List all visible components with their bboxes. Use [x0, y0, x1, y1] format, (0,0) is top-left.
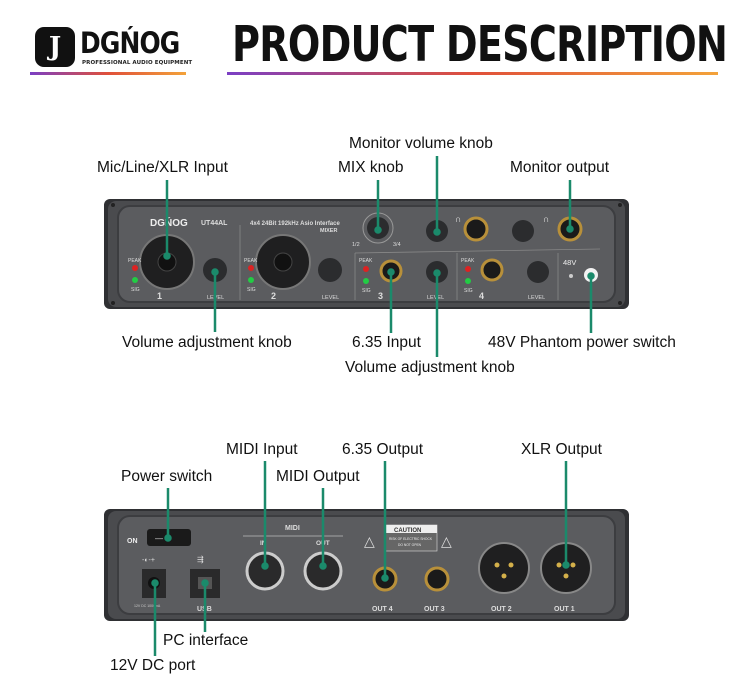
brand-name: DGŃOG: [80, 26, 180, 60]
leader-lines: [151, 156, 595, 656]
peak-label-2: PEAK: [244, 258, 258, 264]
peak-led-1: [132, 265, 138, 271]
phantom-led: [569, 274, 573, 278]
input-jack-4: [480, 258, 504, 282]
callout-xlr-output: XLR Output: [521, 441, 602, 458]
monitor-output-jack-1: [463, 216, 489, 242]
level-label-3: LEVEL: [427, 295, 444, 301]
caution-line-1: RISK OF ELECTRIC SHOCK: [389, 537, 433, 541]
level-knob-4: [527, 261, 549, 283]
sig-led-3: [363, 278, 369, 284]
panel-brand: DGŃOG: [150, 216, 188, 229]
sig-label-2: SIG: [247, 287, 256, 293]
callout-mix-knob: MIX knob: [338, 159, 404, 176]
callout-monitor-output: Monitor output: [510, 159, 610, 176]
phantom-label: 48V: [563, 258, 576, 267]
warning-triangle-icon: △: [441, 533, 452, 549]
rear-panel: ON — O -◐-+ 12V DC 1000mA ⇶ USB MIDI IN …: [104, 509, 629, 621]
out4-label: OUT 4: [372, 606, 393, 613]
on-label: ON: [127, 538, 138, 545]
callout-pc-interface: PC interface: [163, 632, 249, 649]
usb-icon: ⇶: [197, 555, 204, 564]
channel-4-label: 4: [479, 291, 484, 301]
out3-label: OUT 3: [424, 606, 445, 613]
monitor-volume-knob-2: [512, 220, 534, 242]
out1-label: OUT 1: [554, 606, 575, 613]
peak-led-3: [363, 266, 369, 272]
midi-in-label: IN: [260, 540, 267, 547]
sig-led-1: [132, 277, 138, 283]
level-label-4: LEVEL: [528, 295, 545, 301]
mix-right-label: 3/4: [393, 242, 401, 248]
callout-dc-port: 12V DC port: [110, 657, 196, 674]
sig-led-4: [465, 278, 471, 284]
sig-label-1: SIG: [131, 287, 140, 293]
sig-label-3: SIG: [362, 288, 371, 294]
callout-mic-input: Mic/Line/XLR Input: [97, 159, 228, 176]
peak-label-4: PEAK: [461, 258, 475, 264]
caution-line-2: DO NOT OPEN: [398, 543, 422, 547]
switch-marks: — O: [155, 534, 171, 543]
callout-635-input: 6.35 Input: [352, 334, 421, 351]
warning-triangle-icon: △: [364, 533, 375, 549]
peak-led-2: [248, 265, 254, 271]
channel-2-label: 2: [271, 291, 276, 301]
page-title: PRODUCT DESCRIPTION: [232, 16, 728, 73]
peak-label-3: PEAK: [359, 258, 373, 264]
callout-volume-knob-2: Volume adjustment knob: [345, 359, 515, 376]
brand-tagline: PROFESSIONAL AUDIO EQUIPMENT: [82, 60, 193, 66]
peak-led-4: [465, 266, 471, 272]
callout-volume-knob-1: Volume adjustment knob: [122, 334, 292, 351]
panel-description: 4x4 24Bit 192kHz Asio Interface: [250, 221, 340, 227]
title-underline: [227, 72, 718, 75]
xlr-output-2: [478, 542, 530, 594]
headphone-icon: ∩: [455, 214, 461, 224]
callout-power-switch: Power switch: [121, 468, 213, 485]
brand-logo-icon: J: [35, 27, 75, 67]
midi-label: MIDI: [285, 525, 300, 532]
callout-midi-input: MIDI Input: [226, 441, 298, 458]
callout-monitor-volume: Monitor volume knob: [349, 135, 493, 152]
peak-label-1: PEAK: [128, 258, 142, 264]
dc-label: 12V DC 1000mA: [134, 604, 161, 608]
output-jack-3: [424, 566, 450, 592]
front-panel: DGŃOG UT44AL 4x4 24Bit 192kHz Asio Inter…: [104, 199, 629, 309]
panel-model: UT44AL: [201, 220, 228, 227]
channel-1-label: 1: [157, 291, 162, 301]
sig-label-4: SIG: [464, 288, 473, 294]
channel-3-label: 3: [378, 291, 383, 301]
sig-led-2: [248, 277, 254, 283]
mix-left-label: 1/2: [352, 242, 360, 248]
headphone-icon: ∩: [543, 214, 549, 224]
callout-midi-output: MIDI Output: [276, 468, 360, 485]
caution-title: CAUTION: [394, 528, 421, 534]
dc-polarity-icon: -◐-+: [142, 557, 155, 564]
callout-635-output: 6.35 Output: [342, 441, 424, 458]
level-knob-2: [318, 258, 342, 282]
mixer-label: MIXER: [320, 228, 337, 234]
out2-label: OUT 2: [491, 606, 512, 613]
callout-phantom-switch: 48V Phantom power switch: [488, 334, 676, 351]
level-label-2: LEVEL: [322, 295, 339, 301]
logo-underline: [30, 72, 186, 75]
